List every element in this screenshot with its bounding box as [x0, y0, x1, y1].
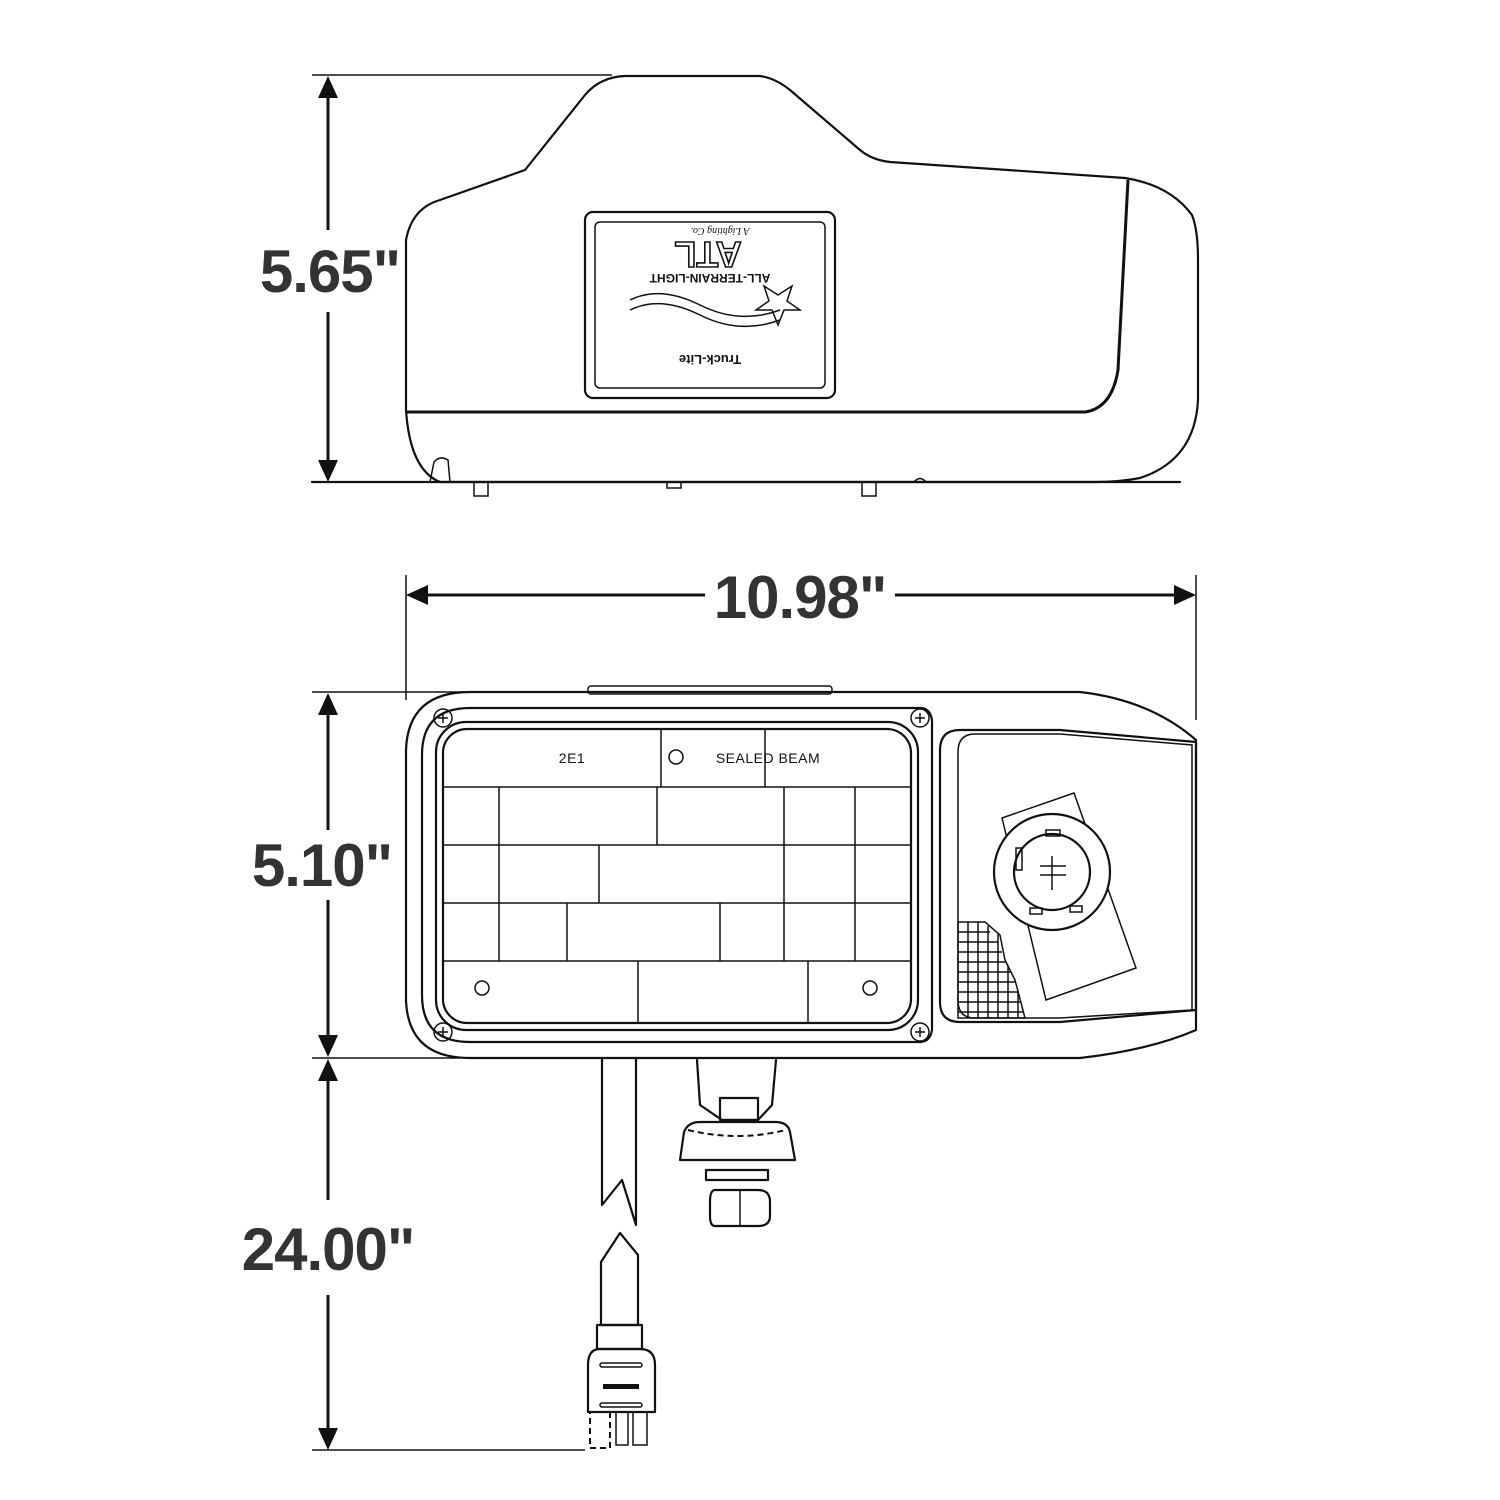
- connector-socket-inner: [1012, 832, 1092, 912]
- lens-marker: [668, 749, 684, 765]
- logo-wave: [629, 292, 781, 318]
- arrow-up-icon: [318, 76, 338, 98]
- washer: [704, 1168, 770, 1182]
- screw-icon: [910, 708, 930, 728]
- arrow-down-icon: [318, 460, 338, 482]
- logo-wave: [629, 302, 781, 328]
- logo: Truck-Lite ALL-TERRAIN-LIGHT ATL A Light…: [629, 225, 803, 367]
- tab: [429, 457, 451, 483]
- width-dimension: 10.98": [405, 564, 1197, 720]
- plug-pin-hidden: [589, 1411, 611, 1449]
- lens-marker: [862, 980, 878, 996]
- mounting-foot: [666, 481, 682, 489]
- socket-tab: [1045, 829, 1061, 837]
- screw-icon: [910, 1022, 930, 1042]
- socket-tab: [1029, 907, 1043, 915]
- mounting-stud: [678, 1058, 797, 1228]
- bezel-outline: [420, 706, 934, 1044]
- connector-bracket: [1001, 792, 1137, 1001]
- lens-label-sealed-beam: SEALED BEAM: [716, 750, 820, 766]
- screw-icon: [433, 1022, 453, 1042]
- top-ridge: [587, 685, 833, 695]
- lens-outer: [434, 720, 920, 1032]
- logo-plate-inner: [594, 221, 826, 389]
- stud-neck: [718, 1096, 760, 1122]
- screw-icon: [433, 708, 453, 728]
- connector-pin-icon: [1040, 856, 1066, 890]
- front-view: 5.10" 24.00" 2E1 SEALED BEAM: [242, 685, 1198, 1451]
- logo-brand: Truck-Lite: [679, 352, 741, 367]
- plug-body: [586, 1347, 657, 1414]
- logo-star-icon: [753, 284, 803, 328]
- plug-pin: [615, 1412, 648, 1446]
- cord-upper: [600, 1056, 638, 1227]
- dimension-height-top: 5.65": [260, 238, 400, 305]
- arrow-down-icon: [318, 1428, 338, 1450]
- dimension-width: 10.98": [714, 564, 887, 631]
- arrow-up-icon: [318, 693, 338, 715]
- lens: [441, 727, 913, 1025]
- top-view: 5.65" Truck-Lite ALL-TERRAIN-LIGHT ATL A…: [260, 74, 1200, 497]
- tab: [913, 477, 927, 483]
- plug-rib: [599, 1362, 643, 1368]
- dimension-cord-length: 24.00": [242, 1216, 415, 1283]
- logo-mark: ATL: [674, 234, 741, 275]
- power-cord: [586, 1056, 657, 1449]
- stud-base: [695, 1058, 778, 1122]
- logo-plate: [583, 210, 837, 400]
- logo-tagline: ALL-TERRAIN-LIGHT: [649, 271, 770, 285]
- mounting-foot: [861, 481, 877, 497]
- dimension-height-front: 5.10": [252, 832, 392, 899]
- plug-label: [603, 1384, 639, 1389]
- housing-outline: [404, 74, 1200, 484]
- mounting-foot: [473, 481, 489, 497]
- logo-signature: A Lighting Co.: [691, 225, 751, 236]
- knob: [678, 1120, 797, 1162]
- housing-outline: [404, 690, 1198, 1060]
- arrow-right-icon: [1174, 585, 1196, 605]
- knob-hidden: [687, 1129, 787, 1137]
- hex-nut: [708, 1188, 772, 1228]
- arrow-up-icon: [318, 1059, 338, 1081]
- mesh-cutaway: [957, 921, 1026, 1019]
- plug-rib: [599, 1402, 643, 1408]
- lens-marker: [474, 980, 490, 996]
- cord-lower: [599, 1231, 640, 1327]
- lens-grid: [498, 729, 856, 1023]
- arrow-down-icon: [318, 1035, 338, 1057]
- housing-seam: [406, 179, 1130, 414]
- socket-tab: [1015, 847, 1023, 871]
- socket-tab: [1069, 905, 1083, 913]
- plug-collar: [595, 1323, 644, 1351]
- lens-label-2e1: 2E1: [559, 750, 585, 766]
- arrow-left-icon: [406, 585, 428, 605]
- connector-housing: [938, 728, 1198, 1024]
